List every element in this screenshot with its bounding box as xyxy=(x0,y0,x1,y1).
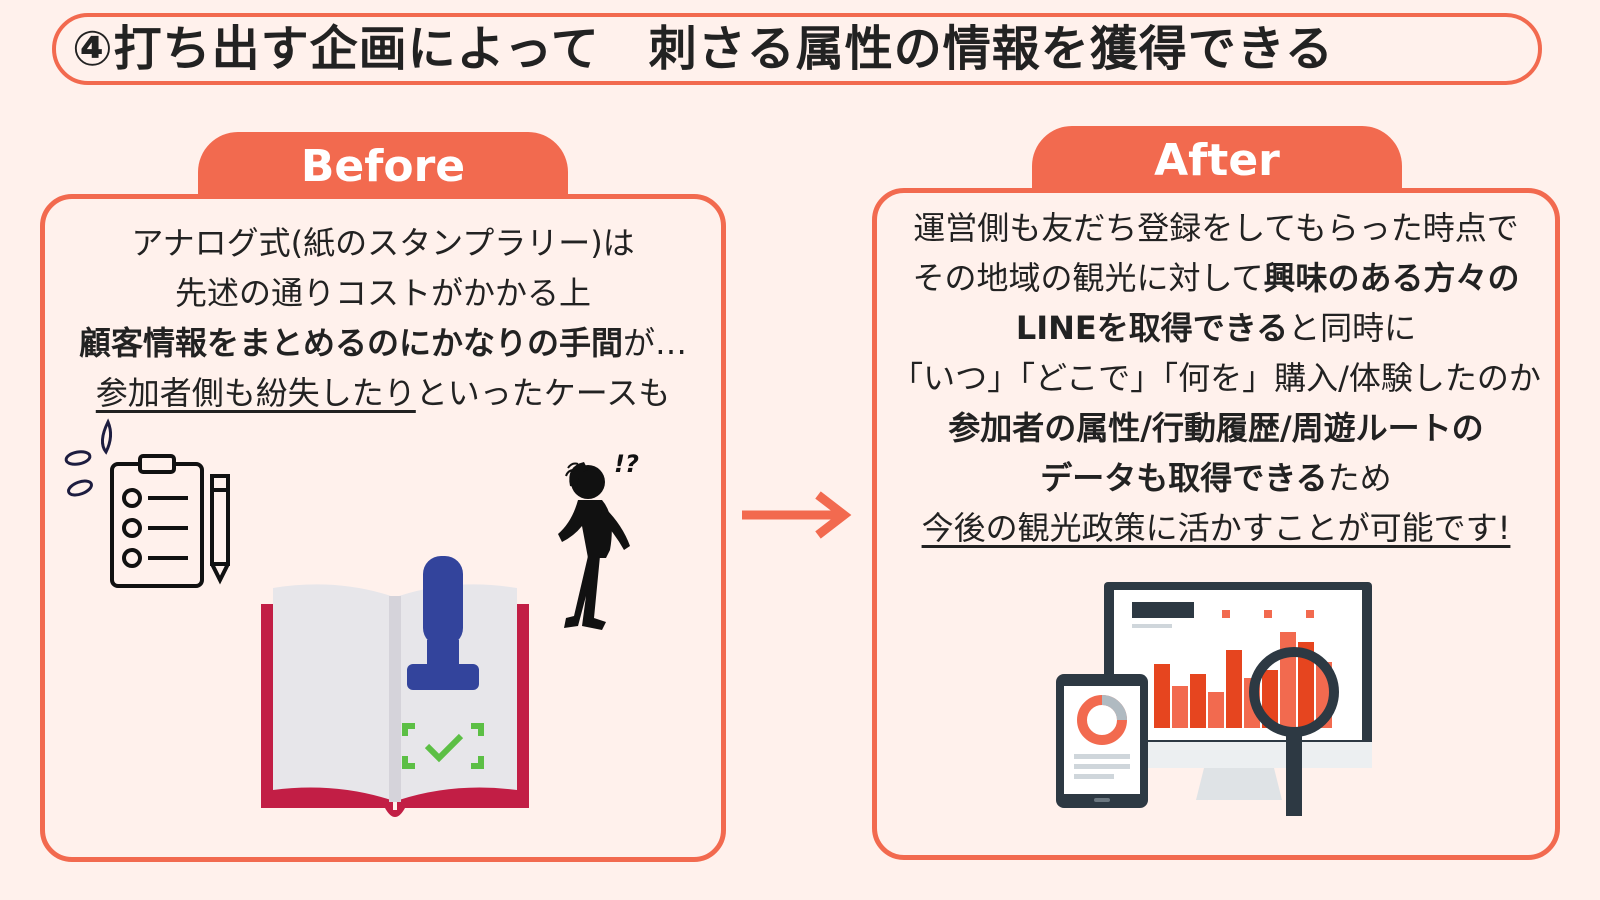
title-banner xyxy=(52,13,1542,85)
after-line-2-bold: 興味のある方々の xyxy=(1263,259,1520,297)
after-line-4: 「いつ」「どこで」「何を」購入/体験したのか xyxy=(891,359,1541,397)
magnifier-icon xyxy=(1249,647,1339,816)
page-title: ④打ち出す企画によって 刺さる属性の情報を獲得できる xyxy=(72,18,1334,80)
after-line-1: 運営側も友だち登録をしてもらった時点で xyxy=(913,209,1519,247)
clipboard-icon xyxy=(64,418,230,588)
stamp-book-icon xyxy=(261,556,529,817)
before-line-3: 顧客情報をまとめるのにかなりの手間が… xyxy=(40,318,726,368)
title-text: 打ち出す企画によって 刺さる属性の情報を獲得できる xyxy=(113,21,1334,77)
before-text: アナログ式(紙のスタンプラリー)は 先述の通りコストがかかる上 顧客情報をまとめ… xyxy=(40,218,726,418)
title-number: ④ xyxy=(72,21,114,77)
after-text: 運営側も友だち登録をしてもらった時点で その地域の観光に対して興味のある方々の … xyxy=(872,203,1560,553)
exclaim-text: !? xyxy=(614,450,639,478)
before-line-3-bold: 顧客情報をまとめるのにかなりの手間 xyxy=(78,324,623,362)
before-line-4-underline: 参加者側も紛失したり xyxy=(95,374,416,412)
after-line-7: 今後の観光政策に活かすことが可能です! xyxy=(872,503,1560,553)
before-tab: Before xyxy=(198,132,568,204)
after-line-6: データも取得できるため xyxy=(872,453,1560,503)
analytics-devices-icon xyxy=(1056,582,1372,816)
after-line-2: その地域の観光に対して興味のある方々の xyxy=(872,253,1560,303)
pencil-icon xyxy=(210,474,230,585)
after-line-3-bold: LINEを取得できる xyxy=(1015,309,1289,347)
after-line-7-underline: 今後の観光政策に活かすことが可能です! xyxy=(921,509,1511,547)
after-line-6-tail: ため xyxy=(1327,459,1392,497)
before-line-4: 参加者側も紛失したりといったケースも xyxy=(40,368,726,418)
after-line-6-bold: データも取得できる xyxy=(1040,459,1328,497)
before-line-4-tail: といったケースも xyxy=(415,374,671,412)
before-line-2: 先述の通りコストがかかる上 xyxy=(174,274,591,312)
confused-person-icon: !? xyxy=(558,450,639,630)
after-line-3-tail: と同時に xyxy=(1288,309,1417,347)
after-tab: After xyxy=(1032,126,1402,198)
before-line-1: アナログ式(紙のスタンプラリー)は xyxy=(131,224,635,262)
after-line-3: LINEを取得できると同時に xyxy=(872,303,1560,353)
arrow-right-icon xyxy=(742,491,852,539)
before-line-3-tail: が… xyxy=(623,324,688,362)
after-line-5: 参加者の属性/行動履歴/周遊ルートの xyxy=(948,409,1484,447)
after-line-2-normal: その地域の観光に対して xyxy=(912,259,1264,297)
